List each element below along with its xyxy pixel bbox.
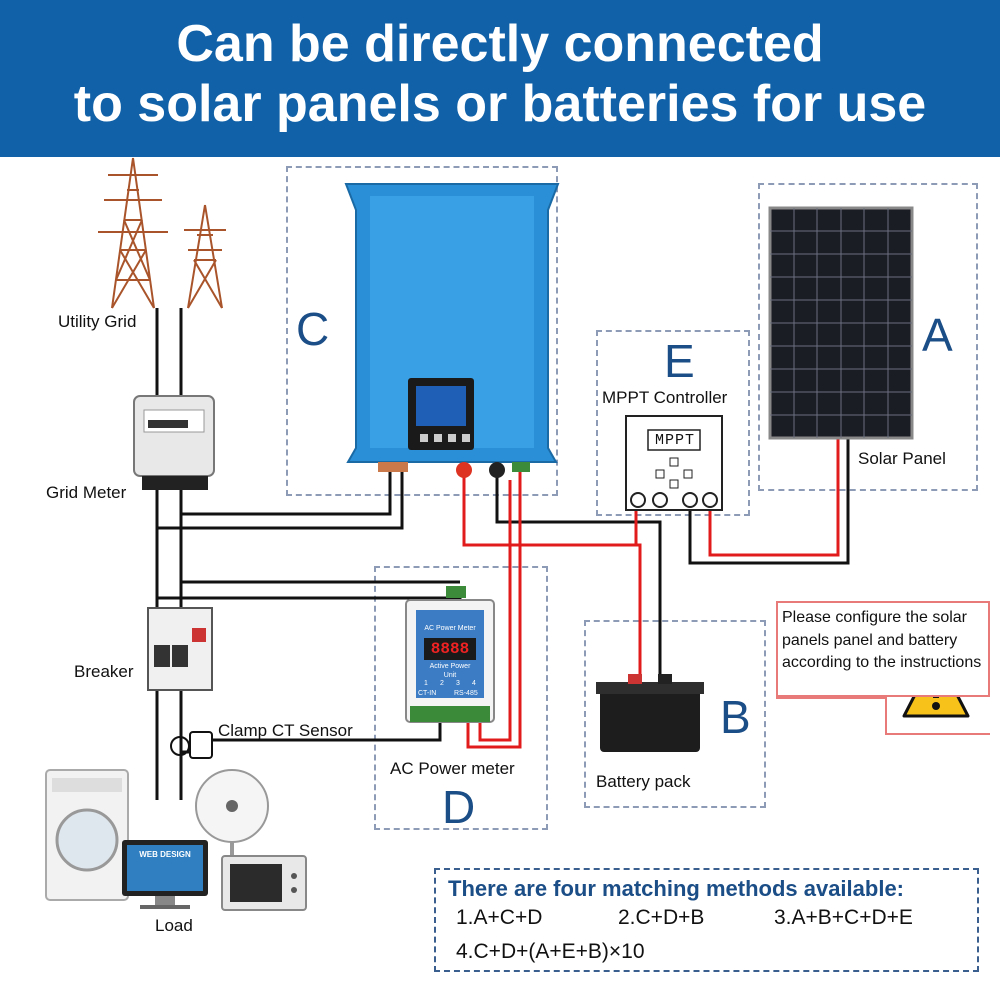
inverter-icon [344, 183, 560, 478]
grid-meter-icon [133, 395, 215, 490]
letter-d: D [442, 781, 476, 833]
matching-methods-box: There are four matching methods availabl… [434, 868, 979, 972]
label-clamp-ct-sensor: Clamp CT Sensor [218, 721, 353, 740]
header-banner: Can be directly connected to solar panel… [0, 0, 1000, 157]
power-meter-num-2: 2 [440, 680, 444, 687]
box-mppt [596, 330, 750, 516]
label-solar-panel: Solar Panel [858, 449, 946, 468]
box-battery [584, 620, 766, 808]
method-1: 1.A+C+D [456, 906, 543, 929]
battery-icon [596, 674, 704, 752]
power-meter-ct: CT-IN [418, 690, 437, 697]
letter-c: C [296, 303, 330, 355]
fan-icon [195, 769, 269, 860]
monitor-icon [122, 840, 208, 909]
letter-e: E [664, 335, 695, 387]
warning-note: Please configure the solar panels panel … [776, 601, 990, 697]
power-meter-unit: Unit [443, 672, 457, 679]
positive-wires [462, 438, 840, 749]
microwave-icon [221, 855, 307, 911]
ac-power-meter-icon [405, 586, 495, 723]
mppt-display-text: MPPT [654, 432, 695, 449]
monitor-text: WEB DESIGN [139, 850, 191, 859]
label-ac-power-meter: AC Power meter [390, 759, 515, 778]
power-meter-digits: 8888 [430, 640, 470, 658]
power-meter-num-3: 3 [456, 680, 460, 687]
solar-panel-icon [768, 206, 914, 440]
clamp-ct-sensor-icon [170, 731, 213, 759]
header-line-1: Can be directly connected [176, 15, 824, 73]
box-inverter [286, 166, 558, 496]
power-meter-num-4: 4 [472, 680, 476, 687]
label-battery-pack: Battery pack [596, 772, 691, 791]
washing-machine-icon [45, 769, 129, 901]
method-4: 4.C+D+(A+E+B)×10 [456, 940, 645, 963]
label-breaker: Breaker [74, 662, 134, 681]
mppt-controller-icon [625, 415, 723, 511]
label-mppt-controller: MPPT Controller [602, 388, 728, 407]
methods-title: There are four matching methods availabl… [448, 876, 905, 901]
grid-wires [155, 308, 850, 800]
power-meter-num-1: 1 [424, 680, 428, 687]
letter-a: A [922, 309, 953, 361]
box-solar-panel [758, 183, 978, 491]
header-line-2: to solar panels or batteries for use [73, 75, 927, 133]
warning-text: Please configure the solar panels panel … [782, 609, 982, 671]
box-power-meter [374, 566, 548, 830]
method-3: 3.A+B+C+D+E [774, 906, 913, 929]
label-utility-grid: Utility Grid [58, 312, 137, 331]
method-2: 2.C+D+B [618, 906, 705, 929]
label-grid-meter: Grid Meter [46, 483, 127, 502]
letter-b: B [720, 691, 751, 743]
power-meter-rs: RS-485 [454, 690, 478, 697]
power-meter-sub: Active Power [429, 663, 471, 670]
breaker-icon [147, 607, 213, 691]
warning-box-pointer [776, 697, 990, 735]
label-load: Load [155, 916, 193, 935]
power-meter-title: AC Power Meter [424, 625, 476, 632]
utility-grid-tower-icon [98, 157, 226, 309]
